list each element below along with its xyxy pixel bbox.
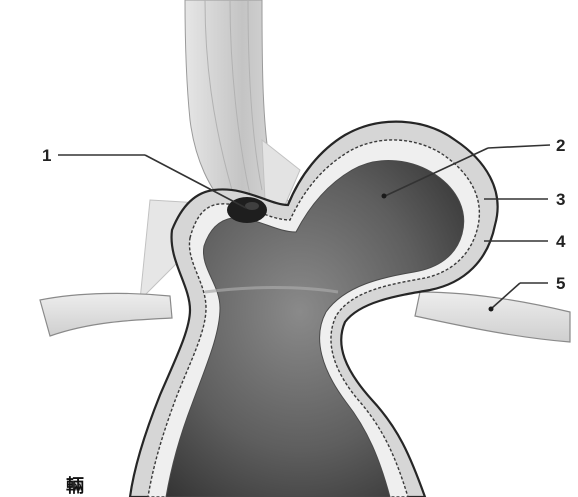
label-2: 2 xyxy=(556,136,565,155)
leader-line-2 xyxy=(488,145,550,148)
label-1: 1 xyxy=(42,146,51,165)
pointer-dot-5 xyxy=(489,307,494,312)
left-diaphragm xyxy=(40,293,172,336)
pointer-dot-2 xyxy=(382,194,387,199)
right-diaphragm xyxy=(415,292,570,342)
corner-mark: 輛 xyxy=(66,475,84,497)
label-3: 3 xyxy=(556,190,565,209)
label-4: 4 xyxy=(556,232,566,251)
label-5: 5 xyxy=(556,274,565,293)
cardia-highlight xyxy=(245,202,259,210)
